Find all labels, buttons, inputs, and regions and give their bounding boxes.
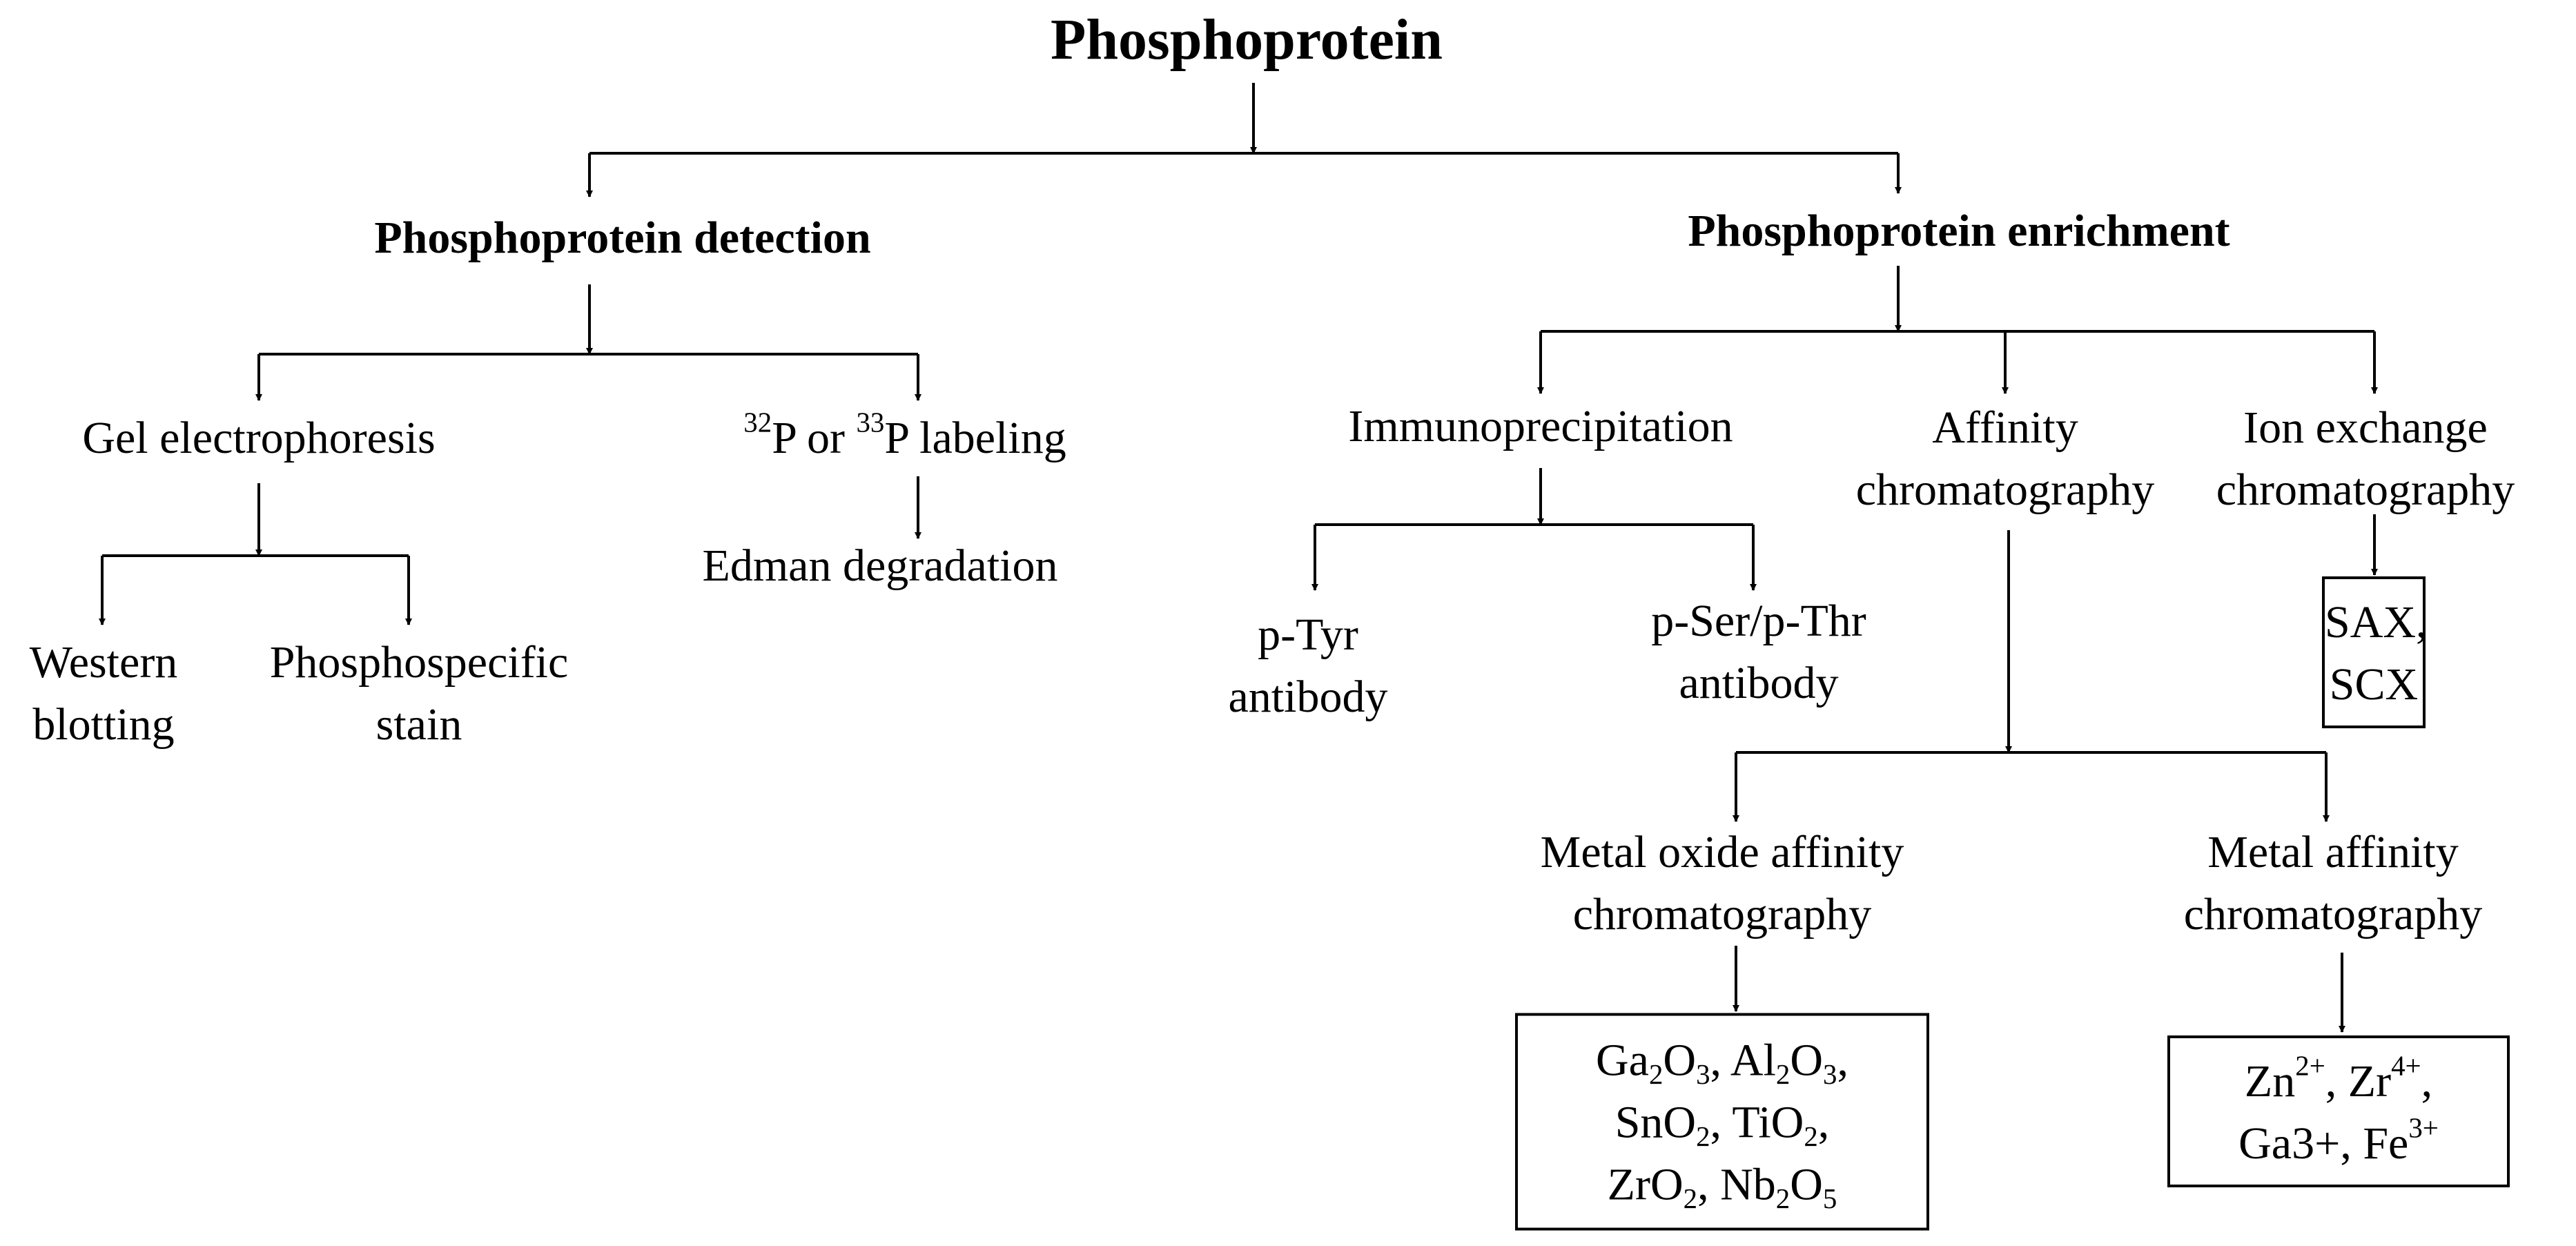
- node-gel-electrophoresis: Gel electrophoresis: [82, 413, 436, 463]
- node-isotope-labeling: 32P or 33P labeling: [743, 407, 1066, 463]
- node-p-tyr-antibody: p-Tyr antibody: [1228, 610, 1388, 722]
- node-edman-degradation: Edman degradation: [702, 541, 1058, 591]
- node-metal-oxide-affinity-chromatography: Metal oxide affinity chromatography: [1540, 827, 1904, 940]
- node-ion-exchange-chromatography: Ion exchange chromatography: [2216, 402, 2515, 515]
- node-immunoprecipitation: Immunoprecipitation: [1348, 401, 1733, 451]
- node-western-blotting: Western blotting: [29, 637, 178, 750]
- node-phosphoprotein-enrichment: Phosphoprotein enrichment: [1688, 206, 2230, 256]
- node-affinity-chromatography: Affinity chromatography: [1855, 402, 2155, 515]
- node-sax-scx-box: SAX, SCX: [2322, 576, 2428, 728]
- node-phosphoprotein: Phosphoprotein: [1051, 8, 1443, 72]
- node-metal-ions-box: Zn2+, Zr4+, Ga3+, Fe3+: [2167, 1035, 2510, 1187]
- node-phosphoprotein-detection: Phosphoprotein detection: [374, 213, 871, 263]
- node-metal-affinity-chromatography: Metal affinity chromatography: [2183, 827, 2483, 940]
- node-metal-oxides-box: Ga2O3, Al2O3, SnO2, TiO2, ZrO2, Nb2O5: [1515, 1013, 1929, 1231]
- node-phosphospecific-stain: Phosphospecific stain: [269, 637, 569, 750]
- node-p-ser-p-thr-antibody: p-Ser/p-Thr antibody: [1651, 596, 1866, 708]
